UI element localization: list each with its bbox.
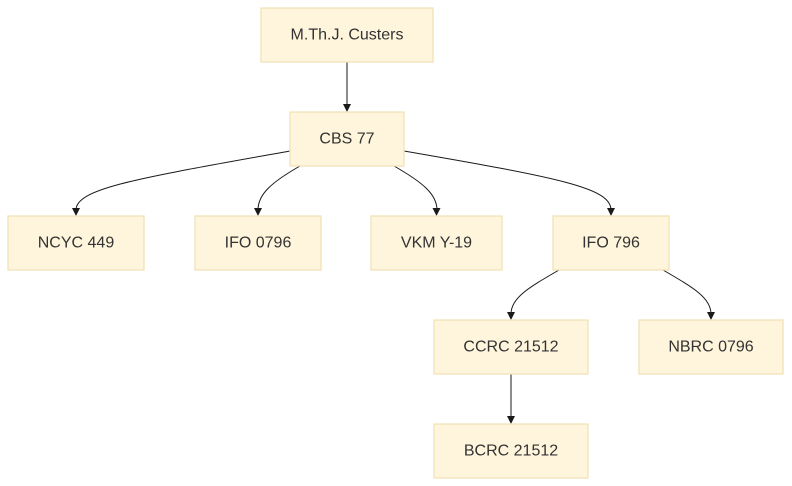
node-box [370,215,503,271]
node-ncyc449: NCYC 449 [7,215,145,271]
node-box [7,215,145,271]
arrowhead-icon [607,208,615,216]
node-box [552,215,670,271]
edge-cbs77-ncyc449 [72,150,291,216]
node-vkmy19: VKM Y-19 [370,215,503,271]
node-cbs77: CBS 77 [289,111,405,167]
edge-ifo796-nbrc0796 [662,269,715,320]
node-label: BCRC 21512 [464,443,558,460]
node-label: NBRC 0796 [668,339,753,356]
arrowhead-icon [432,208,441,216]
node-label: CCRC 21512 [463,339,558,356]
node-ifo0796: IFO 0796 [194,215,322,271]
node-custers: M.Th.J. Custers [260,7,434,63]
node-ccrc21512: CCRC 21512 [433,319,589,375]
edge-line [403,150,612,211]
edge-line [510,269,560,315]
edge-ccrc21512-bcrc21512 [507,374,515,424]
arrowhead-icon [707,312,715,320]
edge-line [75,150,291,211]
node-label: IFO 796 [582,235,640,252]
node-box [194,215,322,271]
node-ifo796: IFO 796 [552,215,670,271]
edge-line [393,165,438,211]
node-nbrc0796: NBRC 0796 [638,319,784,375]
edge-custers-cbs77 [343,62,351,112]
edge-cbs77-ifo796 [403,150,615,216]
node-box [260,7,434,63]
edge-ifo796-ccrc21512 [507,269,560,320]
node-label: IFO 0796 [225,235,292,252]
node-label: CBS 77 [319,131,374,148]
edges-layer [72,62,715,424]
arrowhead-icon [507,416,515,424]
node-label: VKM Y-19 [401,235,472,252]
node-box [638,319,784,375]
arrowhead-icon [72,208,80,216]
arrowhead-icon [343,104,351,112]
edge-cbs77-vkmy19 [393,165,441,216]
edge-line [662,269,712,315]
arrowhead-icon [507,312,515,320]
arrowhead-icon [254,208,262,216]
edge-cbs77-ifo0796 [254,165,301,216]
node-label: M.Th.J. Custers [291,27,404,44]
edge-line [257,165,301,211]
node-bcrc21512: BCRC 21512 [433,423,589,479]
node-box [289,111,405,167]
node-box [433,423,589,479]
node-box [433,319,589,375]
node-label: NCYC 449 [38,235,115,252]
